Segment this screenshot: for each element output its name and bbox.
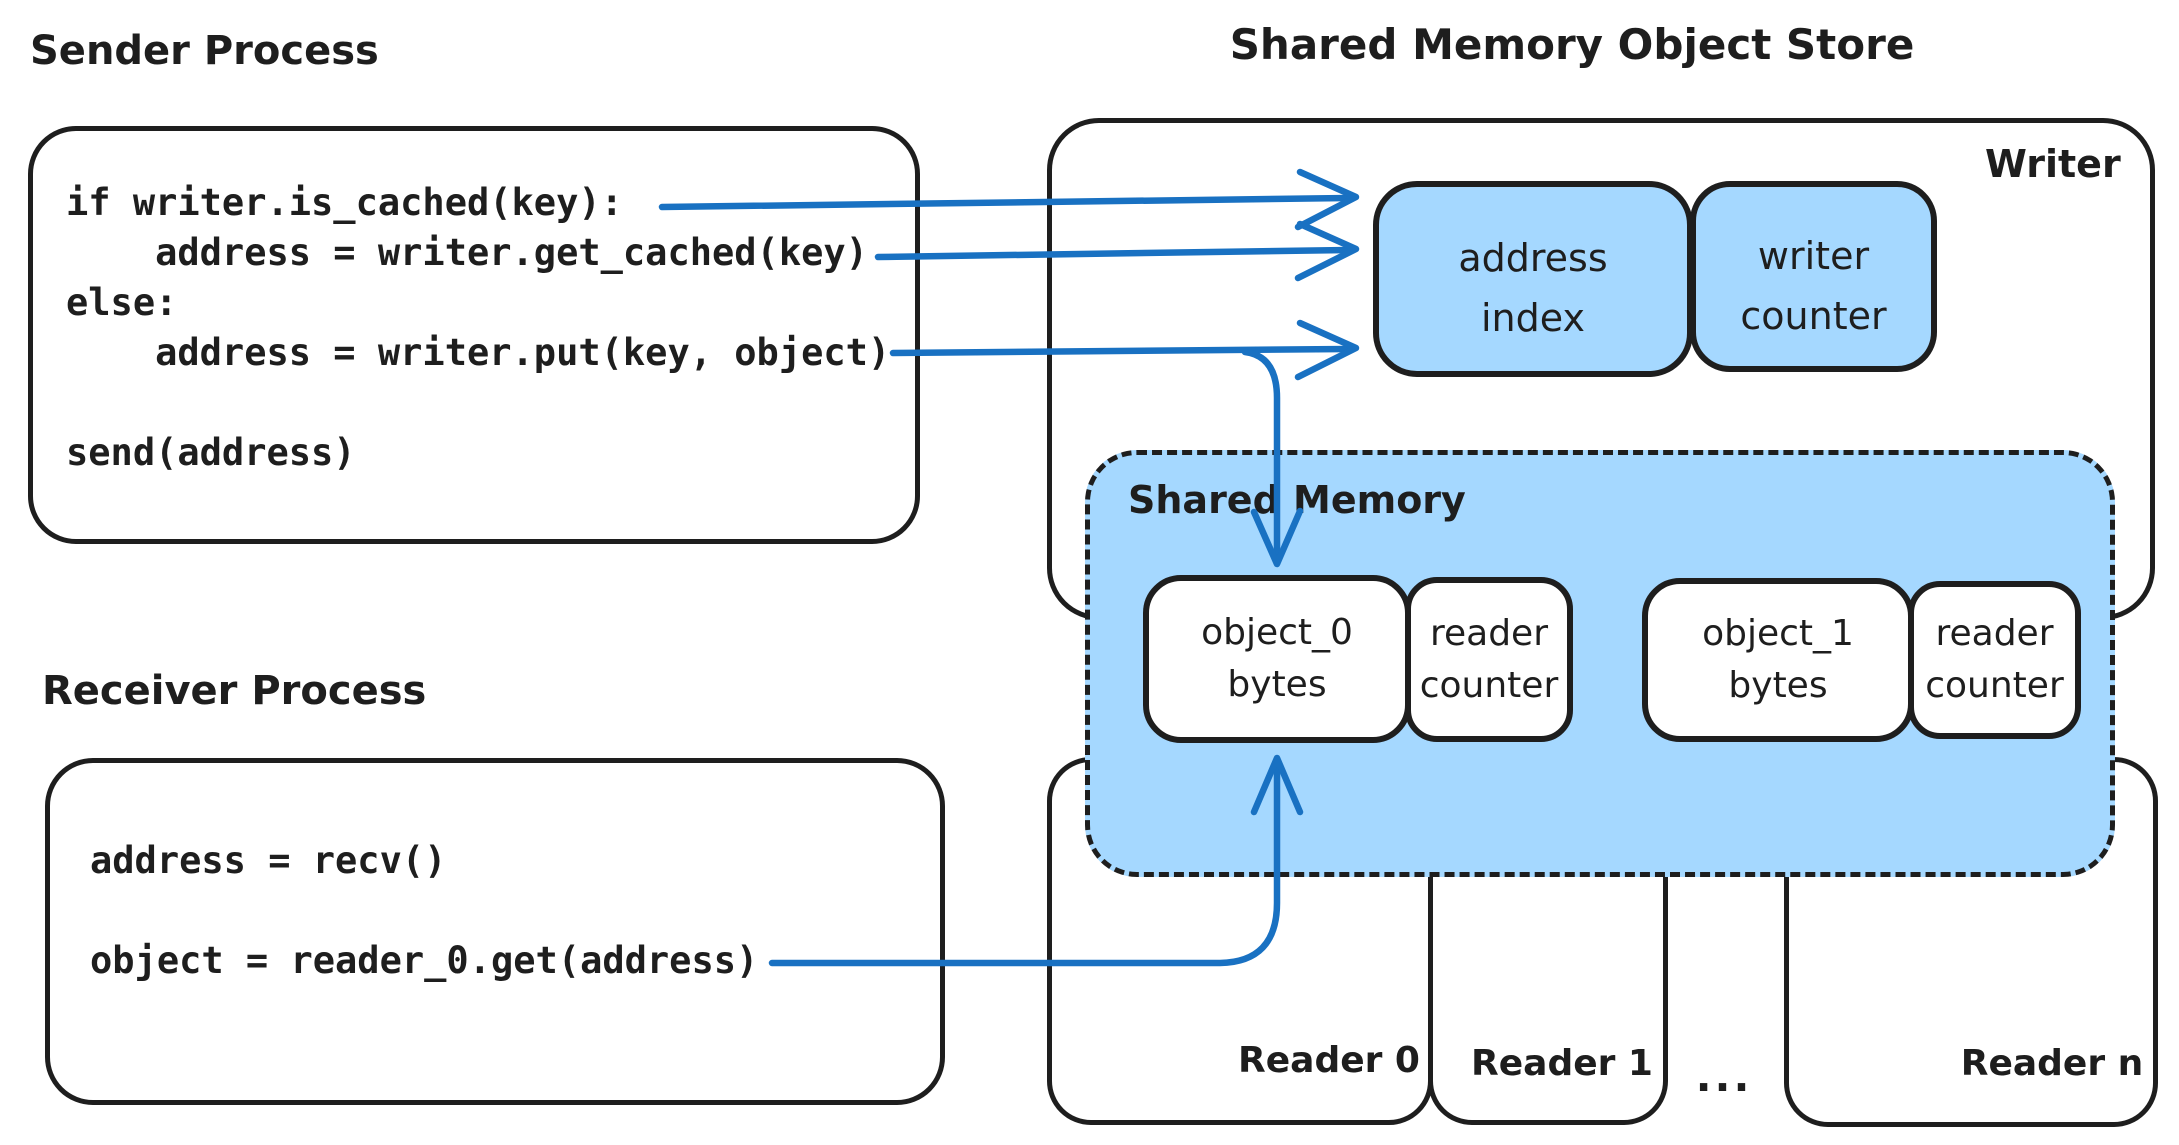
- writer-counter-box: writer counter: [1690, 181, 1937, 372]
- writer-counter-label: writer counter: [1740, 233, 1887, 338]
- arrow-put: [889, 345, 1352, 357]
- reader-counter-b-box: reader counter: [1908, 581, 2081, 739]
- receiver-process-label: Receiver Process: [42, 668, 427, 714]
- sender-code: if writer.is_cached(key): address = writ…: [66, 181, 891, 474]
- object-1-bytes-label: object_1 bytes: [1702, 613, 1854, 706]
- readers-ellipsis: ...: [1695, 1052, 1753, 1101]
- address-index-box: address index: [1373, 181, 1693, 377]
- address-index-label: address index: [1458, 236, 1608, 340]
- arrowhead-put: [1294, 319, 1360, 381]
- reader-1-label: Reader 1: [1471, 1043, 1653, 1084]
- receiver-code: address = recv() object = reader_0.get(a…: [90, 839, 759, 982]
- arrow-put-branch-down: [1241, 348, 1281, 562]
- reader-n-label: Reader n: [1960, 1043, 2144, 1084]
- store-title: Shared Memory Object Store: [1229, 20, 1915, 69]
- object-0-bytes-label: object_0 bytes: [1201, 612, 1353, 705]
- arrowhead-reader-get: [1250, 754, 1304, 816]
- reader-counter-a-label: reader counter: [1419, 612, 1559, 706]
- sender-process-label: Sender Process: [30, 28, 379, 74]
- reader-counter-a-box: reader counter: [1405, 577, 1573, 742]
- reader-0-label: Reader 0: [1238, 1040, 1420, 1081]
- arrowhead-get-cached: [1294, 220, 1360, 282]
- writer-label: Writer: [1985, 142, 2121, 186]
- object-0-bytes-box: object_0 bytes: [1143, 575, 1411, 743]
- arrow-is-cached: [658, 194, 1352, 211]
- arrowhead-is-cached: [1294, 168, 1360, 231]
- sender-process-box: [28, 126, 920, 544]
- reader-counter-b-label: reader counter: [1925, 613, 2064, 706]
- arrow-reader-get: [768, 760, 1281, 967]
- arrowhead-put-branch: [1250, 507, 1304, 568]
- arrow-get-cached: [874, 246, 1352, 261]
- receiver-process-box: [45, 758, 945, 1105]
